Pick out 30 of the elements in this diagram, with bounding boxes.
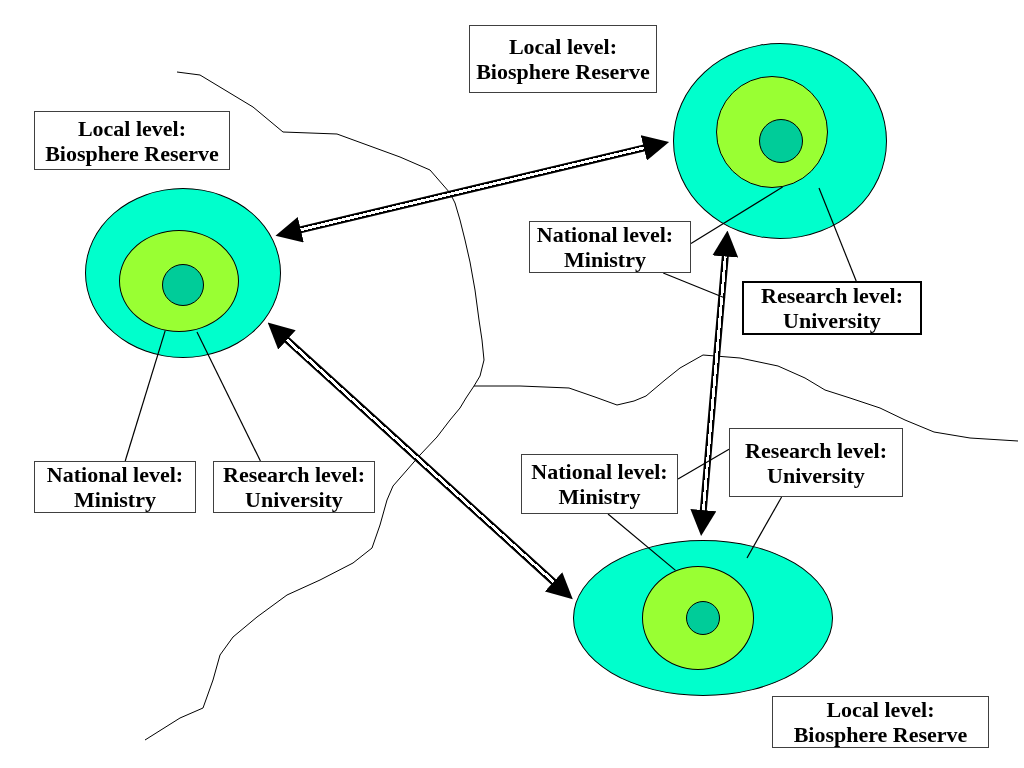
level-label: Research level: University <box>744 437 888 488</box>
level-label: Local level: Biosphere Reserve <box>475 34 651 84</box>
level-label: Research level: University <box>222 462 366 512</box>
label-box <box>742 281 922 335</box>
label-box <box>772 696 989 748</box>
label-box <box>34 461 196 513</box>
leader-line <box>818 187 857 282</box>
level-label: Research level: University <box>760 283 904 333</box>
label-box <box>729 428 903 497</box>
leader-line <box>607 513 677 571</box>
label-box <box>529 221 691 273</box>
label-box <box>521 454 678 514</box>
double-line-arrow <box>690 230 739 537</box>
leader-line <box>677 448 730 480</box>
level-label: National level: Ministry <box>535 222 675 272</box>
leader-line <box>746 496 783 559</box>
label-box <box>34 111 230 170</box>
core-zone-circle <box>162 264 204 306</box>
level-label: Local level: Biosphere Reserve <box>44 115 220 166</box>
level-label: National level: Ministry <box>530 459 669 509</box>
label-box <box>469 25 657 93</box>
double-line-arrow <box>274 135 670 243</box>
core-zone-circle <box>759 119 803 163</box>
leader-line <box>124 330 166 462</box>
level-label: National level: Ministry <box>45 462 185 512</box>
leader-line <box>690 186 784 245</box>
leader-line <box>662 272 726 299</box>
leader-line <box>196 331 261 462</box>
core-zone-circle <box>686 601 720 635</box>
level-label: Local level: Biosphere Reserve <box>792 697 969 747</box>
